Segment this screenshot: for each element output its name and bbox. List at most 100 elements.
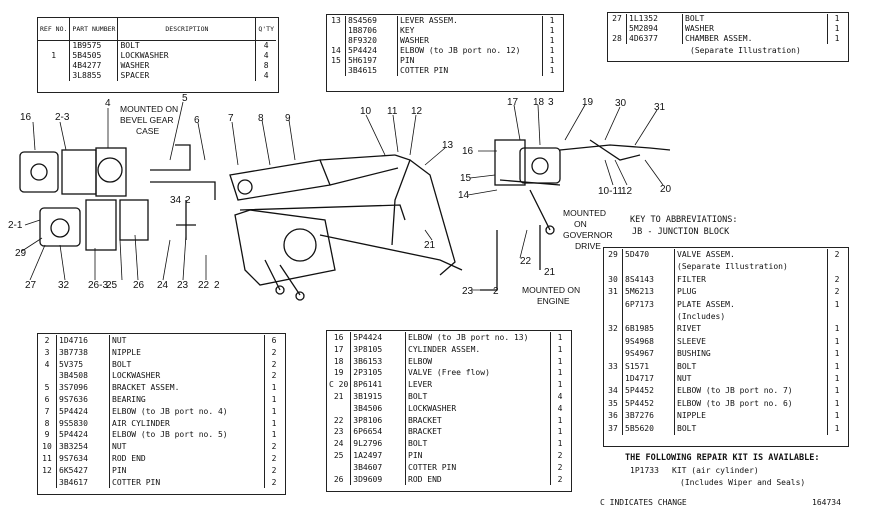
callout-11: 11 bbox=[387, 106, 398, 117]
row-ref: 19 bbox=[327, 367, 352, 380]
qty: 2 bbox=[271, 442, 277, 452]
part-number: S1571 bbox=[622, 360, 675, 374]
part-number: 3B1915 bbox=[350, 390, 406, 403]
description: BOLT bbox=[405, 390, 551, 403]
part-number: 6P7173 bbox=[622, 298, 675, 312]
row-ref bbox=[608, 24, 627, 34]
repair-kit-part: 1P1733 bbox=[630, 466, 659, 475]
part-number: 5V375 bbox=[56, 358, 110, 371]
part-number: 6P6654 bbox=[350, 426, 406, 439]
part-number: 5B5620 bbox=[622, 422, 675, 436]
description: AIR CYLINDER bbox=[109, 417, 265, 430]
description: SPACER bbox=[117, 70, 257, 81]
row-ref: 34 bbox=[604, 385, 623, 398]
callout-8: 8 bbox=[258, 113, 264, 124]
qty: 1 bbox=[834, 423, 840, 433]
callout-37: 34 bbox=[170, 195, 182, 206]
description: LOCKWASHER bbox=[117, 50, 257, 61]
description: WASHER bbox=[682, 24, 828, 34]
qty: 1 bbox=[834, 336, 840, 346]
qty: 1 bbox=[549, 66, 555, 75]
qty: 1 bbox=[834, 324, 840, 334]
description: BRACKET bbox=[405, 414, 551, 427]
part-number: 9S4968 bbox=[622, 335, 675, 349]
parts-table-top-right bbox=[607, 12, 849, 62]
qty: 2 bbox=[557, 474, 563, 484]
qty: 1 bbox=[549, 26, 555, 35]
row-ref: 26 bbox=[327, 473, 352, 486]
qty: 4 bbox=[557, 403, 563, 413]
qty: 8 bbox=[263, 60, 269, 70]
description: BOLT bbox=[117, 40, 257, 51]
part-number: 1D4717 bbox=[622, 373, 675, 386]
qty: 1 bbox=[557, 427, 563, 437]
description: BOLT bbox=[405, 438, 551, 450]
row-ref: 25 bbox=[327, 449, 352, 462]
qty: 1 bbox=[834, 34, 840, 43]
row-ref: 21 bbox=[327, 390, 352, 403]
row-ref bbox=[38, 476, 57, 489]
label-mounted-governor-2: ON bbox=[574, 219, 587, 229]
part-number: 4B4277 bbox=[69, 60, 119, 71]
qty: 1 bbox=[834, 386, 840, 396]
callout-23: 23 bbox=[462, 286, 474, 297]
description: ELBOW (to JB port no. 4) bbox=[109, 405, 265, 418]
qty: 6 bbox=[271, 336, 277, 345]
description: ELBOW (to JB port no. 5) bbox=[109, 429, 265, 442]
row-ref: 13 bbox=[327, 16, 346, 26]
description: LEVER ASSEM. bbox=[397, 16, 543, 26]
description: ELBOW (to JB port no. 7) bbox=[674, 385, 828, 398]
part-number: 8S4143 bbox=[622, 273, 675, 287]
description: BOLT bbox=[674, 360, 828, 374]
row-ref bbox=[38, 60, 71, 71]
row-ref bbox=[327, 461, 352, 474]
callout-4: 4 bbox=[105, 98, 111, 109]
callout-19: 19 bbox=[582, 97, 594, 108]
callout-2c: 2 bbox=[493, 286, 499, 297]
qty: 1 bbox=[834, 398, 840, 408]
qty: 1 bbox=[557, 415, 563, 425]
row-ref: 36 bbox=[604, 410, 623, 423]
qty: 1 bbox=[834, 14, 840, 23]
qty: 4 bbox=[263, 40, 269, 50]
description: ELBOW (to JB port no. 12) bbox=[397, 46, 543, 56]
part-number: 5P4452 bbox=[622, 385, 675, 398]
part-number: 3B4617 bbox=[56, 476, 110, 489]
qty: 1 bbox=[271, 394, 277, 404]
qty: 2 bbox=[271, 347, 277, 357]
header-part-number: PART NUMBER bbox=[69, 18, 119, 41]
callout-24: 22 bbox=[198, 280, 210, 291]
part-number: 9S7634 bbox=[56, 452, 110, 465]
qty: 4 bbox=[263, 70, 269, 80]
row-ref bbox=[327, 402, 352, 415]
row-ref: 8 bbox=[38, 417, 57, 430]
row-ref: 17 bbox=[327, 343, 352, 356]
row-ref: 28 bbox=[608, 34, 627, 44]
callout-18: 18 bbox=[533, 97, 545, 108]
label-mounted-engine-1: MOUNTED ON bbox=[522, 285, 581, 295]
qty: 2 bbox=[271, 453, 277, 463]
callout-5: 5 bbox=[182, 93, 188, 104]
callout-2b: 2 bbox=[214, 280, 220, 291]
row-ref: 5 bbox=[38, 382, 57, 394]
description: PLATE ASSEM. bbox=[674, 298, 828, 312]
row-ref: 30 bbox=[604, 273, 623, 287]
part-number: 3B7276 bbox=[622, 410, 675, 423]
part-number: 1L1352 bbox=[626, 14, 683, 24]
part-number: 3B4508 bbox=[56, 370, 110, 383]
parts-table-bottom-left bbox=[37, 333, 286, 495]
description: VALVE ASSEM. bbox=[674, 249, 828, 262]
qty: 2 bbox=[271, 477, 277, 487]
qty: 2 bbox=[557, 462, 563, 472]
qty: 2 bbox=[834, 287, 840, 297]
repair-kit-text: KIT (air cylinder) bbox=[672, 466, 759, 475]
callout-25: 23 bbox=[177, 280, 189, 291]
qty: 1 bbox=[834, 411, 840, 421]
row-ref bbox=[38, 70, 71, 81]
description: FILTER bbox=[674, 273, 828, 287]
callout-2-1: 2-1 bbox=[8, 220, 23, 231]
qty: 2 bbox=[834, 274, 840, 284]
